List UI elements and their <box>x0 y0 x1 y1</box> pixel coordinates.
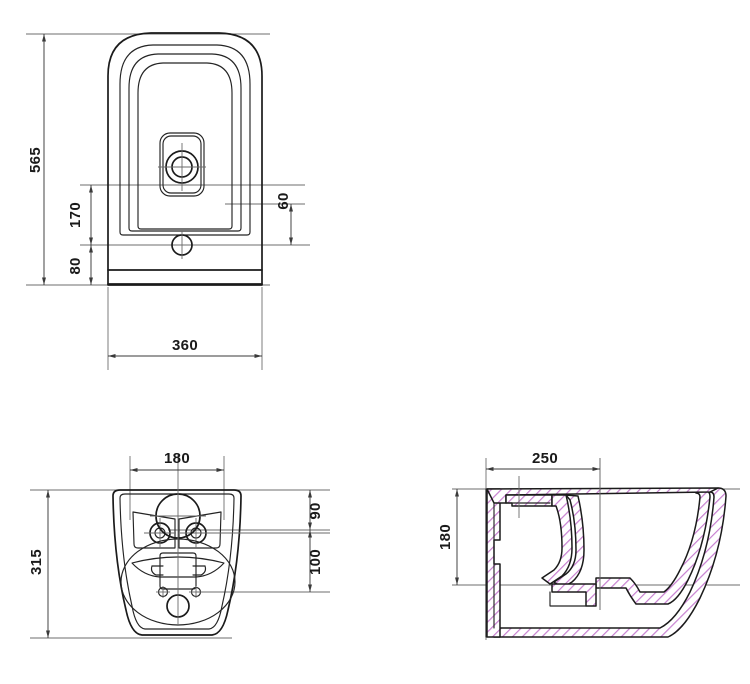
plan-lower-centre-hole <box>166 455 190 625</box>
front-body-outline <box>107 32 263 286</box>
dimension-170: 170 <box>67 185 93 245</box>
dimension-90: 90 <box>307 490 324 530</box>
dimension-label-360: 360 <box>172 337 198 354</box>
dimension-60: 60 <box>275 192 293 245</box>
front-tap-hole-detail <box>158 132 206 197</box>
dimension-label-100: 100 <box>307 549 324 575</box>
dimension-360: 360 <box>108 337 262 358</box>
side-section-outline-details <box>485 488 587 638</box>
dimension-label-180-side: 180 <box>437 524 454 550</box>
dimension-80: 80 <box>67 245 93 285</box>
plan-bolt-holes <box>156 586 203 598</box>
dimension-label-90: 90 <box>307 502 324 519</box>
dimension-315: 315 <box>28 490 50 638</box>
plan-view: 180 315 90 100 <box>28 450 330 639</box>
dimension-180-plan: 180 <box>130 450 224 472</box>
side-section-view: 250 180 <box>437 450 740 640</box>
dimension-label-170: 170 <box>67 202 84 228</box>
dimension-label-565: 565 <box>27 147 44 173</box>
dimension-label-60: 60 <box>275 192 292 209</box>
dimension-565: 565 <box>27 34 46 285</box>
dimension-250: 250 <box>486 450 600 471</box>
side-section-ceramic-body <box>486 487 727 638</box>
dimension-100: 100 <box>307 530 324 592</box>
dimension-label-250: 250 <box>532 450 558 467</box>
dimension-label-180-plan: 180 <box>164 450 190 467</box>
dimension-label-80: 80 <box>67 257 84 274</box>
plan-rim-shelf <box>131 556 225 578</box>
front-bowl-profiles <box>119 44 251 236</box>
front-overflow-hole <box>171 231 193 259</box>
front-elevation-view: 565 170 80 60 360 <box>26 32 310 370</box>
dimension-180-side: 180 <box>437 489 459 585</box>
plan-body-outline <box>112 489 242 636</box>
dimension-label-315: 315 <box>28 549 45 575</box>
